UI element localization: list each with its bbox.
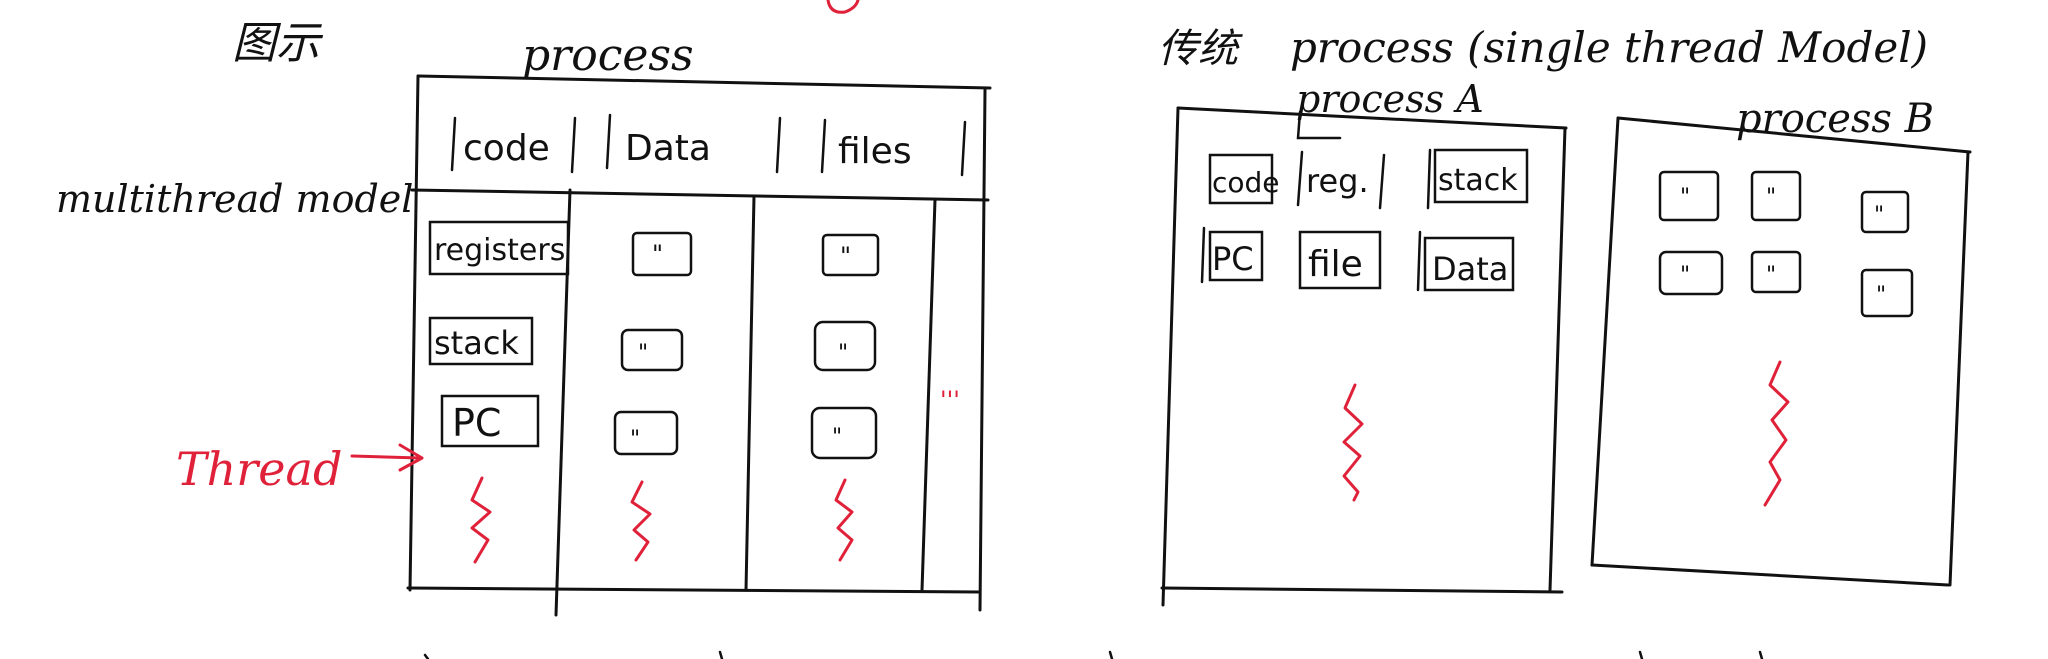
svg-text:PC: PC: [452, 401, 501, 445]
ditto-box: ": [1658, 250, 1724, 296]
thread-squiggle: [1342, 383, 1364, 502]
process-a-cell-file: file: [1298, 230, 1382, 290]
svg-text:": ": [638, 341, 648, 366]
shared-cell-code: code: [450, 116, 577, 174]
ditto-box: ": [821, 233, 880, 277]
process-a-cell-code: code: [1208, 153, 1280, 205]
svg-text:": ": [1876, 283, 1886, 308]
svg-text:": ": [1680, 263, 1690, 288]
ditto-box: ": [810, 406, 878, 460]
svg-text:": ": [840, 242, 851, 270]
process-a-cell-reg: reg.: [1296, 150, 1386, 210]
ditto-box: ": [1750, 250, 1802, 294]
svg-text:stack: stack: [1438, 163, 1518, 198]
ditto-box: ": [1860, 268, 1914, 318]
svg-text:code: code: [463, 128, 550, 169]
bottom-mark: [1758, 650, 1764, 659]
thread-cell-stack: stack: [428, 316, 534, 366]
svg-text:reg.: reg.: [1306, 162, 1369, 200]
svg-text:Data: Data: [625, 128, 711, 169]
ditto-box: ": [631, 231, 693, 277]
thread-arrowhead: [398, 443, 424, 472]
shared-cell-data: Data: [605, 113, 782, 174]
svg-text:": ": [1874, 203, 1884, 228]
svg-text:": ": [1766, 185, 1776, 210]
right-heading-cn: 传统: [1158, 26, 1243, 72]
thread-squiggle: [834, 478, 854, 562]
bottom-mark: [718, 650, 724, 659]
process-a-cell-data: Data: [1416, 230, 1515, 292]
shared-cell-files: files: [820, 118, 967, 177]
ditto-box: ": [1658, 170, 1720, 222]
left-process-label: process: [522, 30, 694, 81]
bottom-mark: [423, 653, 430, 659]
ditto-box: ": [1750, 170, 1802, 222]
model-label: multithread model: [56, 177, 413, 221]
thread-label: Thread: [176, 442, 342, 496]
ditto-box: ": [613, 410, 679, 456]
process-a-label: process A: [1296, 77, 1484, 121]
process-b-label: process B: [1736, 96, 1934, 142]
process-a-cell-pc: PC: [1200, 226, 1264, 284]
svg-text:PC: PC: [1212, 240, 1254, 278]
red-mark-top: [826, 0, 860, 14]
svg-text:files: files: [838, 131, 912, 172]
svg-text:": ": [838, 341, 848, 366]
more-threads-mark: ''': [940, 386, 960, 414]
right-heading: process (single thread Model): [1290, 23, 1928, 72]
process-a-box: [1160, 106, 1568, 607]
bottom-mark: [1638, 650, 1644, 659]
svg-text:stack: stack: [434, 324, 519, 362]
thread-cell-pc: PC: [440, 394, 540, 448]
svg-text:Data: Data: [1432, 250, 1508, 288]
svg-text:": ": [652, 240, 663, 268]
ditto-box: ": [620, 328, 684, 372]
process-a-cell-stack: stack: [1426, 148, 1529, 210]
ditto-box: ": [1860, 190, 1910, 234]
thread-arrow: [350, 454, 422, 460]
svg-text:registers: registers: [434, 233, 565, 268]
ditto-box: ": [813, 320, 877, 372]
svg-text:": ": [630, 427, 640, 452]
svg-text:": ": [832, 425, 842, 450]
process-b-box: [1590, 116, 1972, 587]
thread-squiggle: [1763, 360, 1790, 507]
bottom-mark: [1108, 650, 1114, 659]
thread-squiggle: [630, 480, 652, 562]
svg-text:": ": [1680, 185, 1690, 210]
svg-text:": ": [1766, 263, 1776, 288]
thread-cell-registers: registers: [428, 220, 570, 276]
svg-text:file: file: [1308, 244, 1363, 285]
left-heading: 图示: [232, 18, 324, 69]
svg-text:code: code: [1212, 166, 1280, 199]
thread-squiggle: [470, 476, 492, 564]
